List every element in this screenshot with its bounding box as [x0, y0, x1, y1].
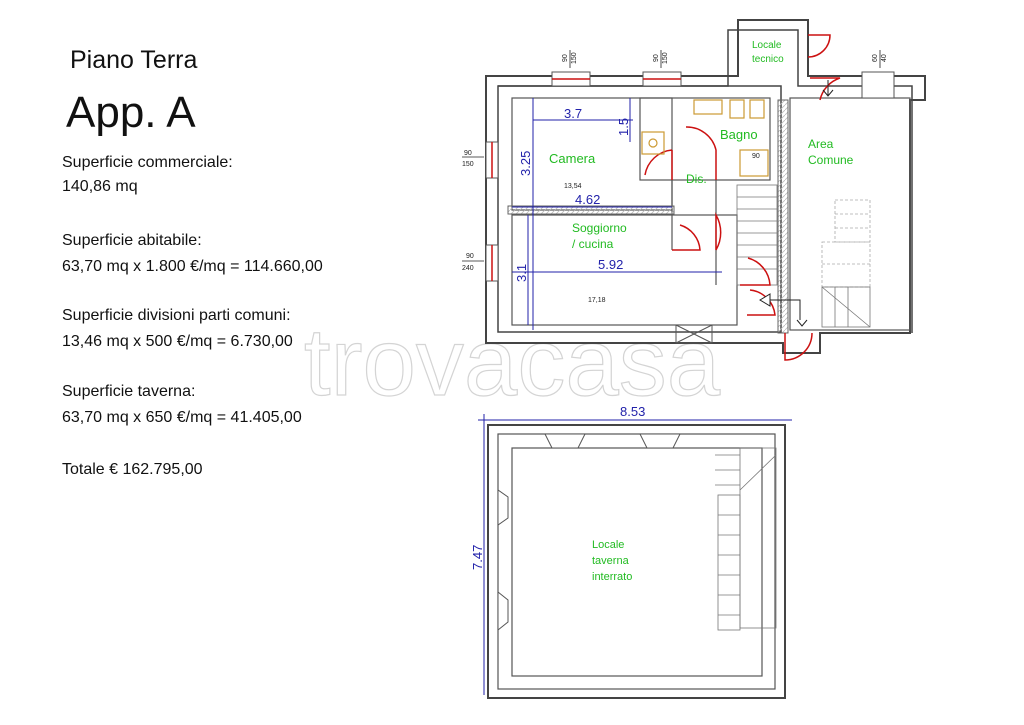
- room-label-bagno: Bagno: [720, 127, 758, 142]
- detail-value: 63,70 mq x 1.800 €/mq = 114.660,00: [62, 258, 323, 275]
- dim-label: 5.92: [598, 257, 623, 272]
- window-size: 90: [466, 253, 474, 260]
- room-label-soggiorno: Soggiorno: [572, 221, 627, 235]
- basement-label-taverna: taverna: [592, 555, 630, 567]
- basement-label-locale: Locale: [592, 539, 624, 551]
- basement-height: 7.47: [470, 545, 485, 570]
- window-size: 150: [462, 161, 474, 168]
- detail-label: Superficie divisioni parti comuni:: [62, 307, 291, 324]
- detail-label: Superficie taverna:: [62, 383, 196, 400]
- window-size: 150: [571, 52, 578, 64]
- detail-value: 63,70 mq x 650 €/mq = 41.405,00: [62, 409, 302, 426]
- detail-value: 13,46 mq x 500 €/mq = 6.730,00: [62, 333, 293, 350]
- room-label-locale: Locale: [752, 40, 782, 51]
- room-label-cucina: / cucina: [572, 237, 614, 251]
- floor-title: Piano Terra: [70, 46, 198, 74]
- room-label-area: Area: [808, 137, 834, 151]
- detail-value: 140,86 mq: [62, 178, 138, 195]
- dim-label: 1.5: [616, 118, 631, 136]
- ground-floor-plan: Camera Bagno Dis. Soggiorno / cucina Are…: [462, 19, 926, 361]
- window-size: 90: [653, 54, 660, 62]
- info-panel: Piano Terra App. A Superficie commercial…: [0, 0, 440, 725]
- dim-label: 3.1: [514, 264, 529, 282]
- room-label-comune: Comune: [808, 153, 854, 167]
- total-price: Totale € 162.795,00: [62, 461, 203, 478]
- basement-plan: 8.53 7.47 Locale taverna interrato: [470, 404, 792, 699]
- dim-label: 3.25: [518, 151, 533, 176]
- shower-size: 90: [752, 153, 760, 160]
- window-size: 40: [881, 54, 888, 62]
- dim-label: 3.7: [564, 106, 582, 121]
- room-area: 13,54: [564, 183, 582, 190]
- basement-label-interrato: interrato: [592, 571, 632, 583]
- detail-label: Superficie commerciale:: [62, 154, 233, 171]
- window-size: 240: [462, 265, 474, 272]
- room-label-dis: Dis.: [686, 172, 707, 186]
- room-area: 17,18: [588, 297, 606, 304]
- window-size: 90: [464, 150, 472, 157]
- detail-label: Superficie abitabile:: [62, 232, 202, 249]
- basement-width: 8.53: [620, 404, 645, 419]
- window-size: 150: [662, 52, 669, 64]
- window-size: 60: [872, 54, 879, 62]
- dim-label: 4.62: [575, 192, 600, 207]
- unit-title: App. A: [66, 88, 196, 137]
- room-label-tecnico: tecnico: [752, 54, 784, 65]
- watermark: trovacasa: [304, 309, 721, 416]
- room-label-camera: Camera: [549, 151, 596, 166]
- window-size: 90: [562, 54, 569, 62]
